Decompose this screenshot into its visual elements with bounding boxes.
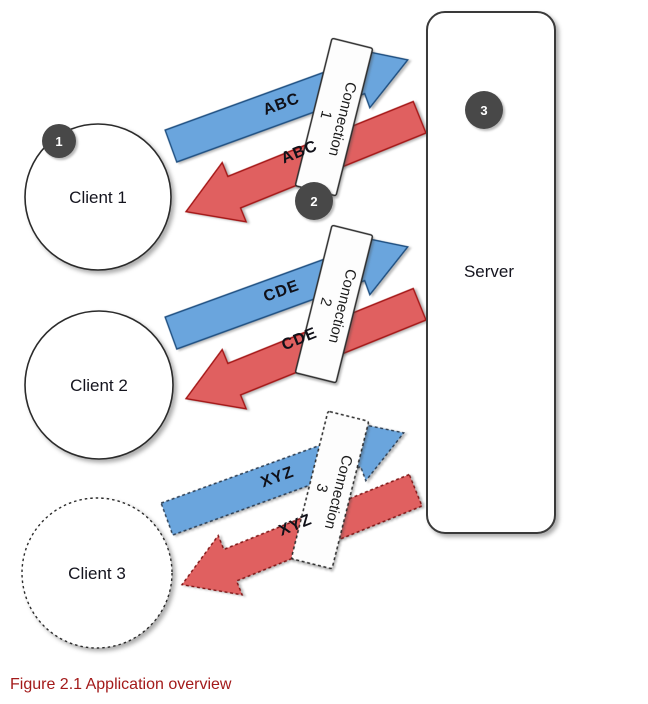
connection-3-group: Connection 3 XYZ XYZ [160,410,423,596]
client-2-circle [24,310,174,460]
client-1-circle [24,123,172,271]
connection-2-label-box: Connection 2 [294,224,374,384]
client-2-node: Client 2 [24,310,174,460]
connection-2-label-box-rect [294,224,374,384]
badge-2-number: 2 [310,194,317,209]
connection-1-label-box: Connection 1 [294,37,374,197]
connection-1-label-line2: 1 [316,109,335,121]
application-overview-diagram: Connection 1 ABC ABC Connection 2 CDE CD… [21,11,556,649]
client-2-label: Client 2 [70,376,128,395]
connection-3-label-box: Connection 3 [290,410,370,570]
client-3-circle [21,497,173,649]
server-label: Server [464,262,514,281]
server-node: Server [426,11,556,534]
badge-3-number: 3 [480,103,487,118]
connection-2-group: Connection 2 CDE CDE [164,224,427,410]
client-1-node: Client 1 [24,123,172,271]
badge-1: 1 [42,124,76,158]
client-3-node: Client 3 [21,497,173,649]
badge-2-circle [295,182,333,220]
client-1-label: Client 1 [69,188,127,207]
figure-caption: Figure 2.1 Application overview [10,676,232,693]
server-box [426,11,556,534]
badge-3: 3 [465,91,503,129]
badge-1-circle [42,124,76,158]
client-3-label: Client 3 [68,564,126,583]
badge-1-number: 1 [55,134,62,149]
connection-1-group: Connection 1 ABC ABC [164,37,427,223]
badge-2: 2 [295,182,333,220]
badge-3-circle [465,91,503,129]
connection-2-label-line2: 2 [316,296,335,308]
connection-3-label-line2: 3 [312,482,331,494]
connection-3-label-box-rect [290,410,370,570]
